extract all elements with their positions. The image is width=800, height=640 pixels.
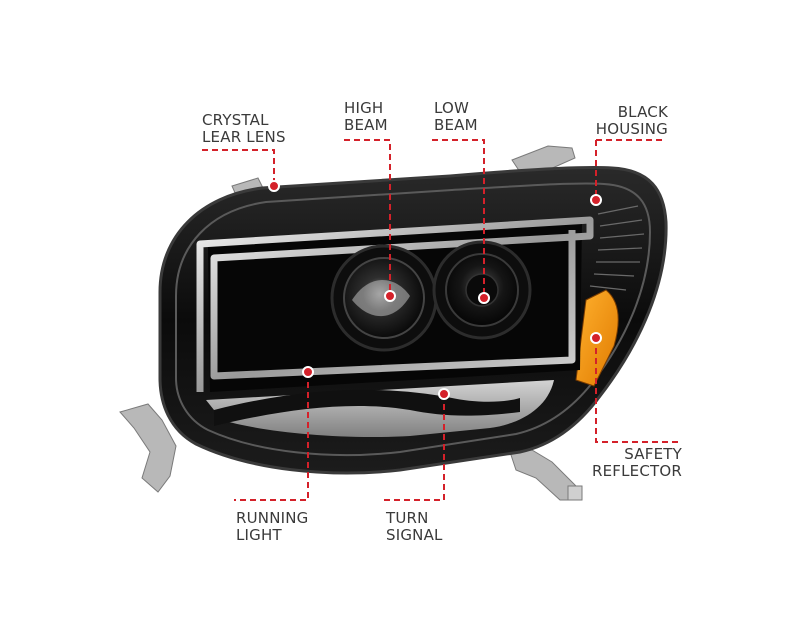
- black-housing-dot: [590, 194, 602, 206]
- safety-reflector-label-line-1: SAFETY: [624, 445, 682, 463]
- black-housing-label: BLACK HOUSING: [570, 104, 668, 138]
- high-beam-label-line-2: BEAM: [344, 116, 388, 134]
- led-light-bar: [196, 216, 594, 392]
- left-bracket: [119, 403, 177, 493]
- low-beam-label-line-2: BEAM: [434, 116, 478, 134]
- low-beam-leader: [432, 139, 485, 298]
- lower-reflector: [206, 380, 554, 438]
- turn-signal-label-line-2: SIGNAL: [386, 526, 443, 544]
- turn-signal-leader: [384, 394, 445, 501]
- running-light-label-line-1: RUNNING: [236, 509, 309, 527]
- black-housing-label-line-1: BLACK: [617, 103, 668, 121]
- running-light-dot: [302, 366, 314, 378]
- callout-lines: [202, 139, 682, 501]
- crystal-lens-label: CRYSTAL LEAR LENS: [202, 112, 286, 146]
- safety-reflector-label: SAFETY REFLECTOR: [588, 446, 682, 480]
- high-beam-label-line-1: HIGH: [344, 99, 384, 117]
- connector-tab: [567, 485, 583, 501]
- crystal-lens-leader: [202, 149, 275, 186]
- high-beam-projector: [330, 244, 438, 352]
- running-light-label-line-2: LIGHT: [236, 526, 282, 544]
- ribbed-corner: [589, 205, 645, 291]
- black-housing-leader: [595, 139, 664, 200]
- black-housing-label-line-2: HOUSING: [595, 120, 668, 138]
- running-light-leader: [234, 372, 309, 501]
- high-beam-leader: [344, 139, 391, 296]
- low-beam-dot: [478, 292, 490, 304]
- high-beam-label: HIGH BEAM: [344, 100, 388, 134]
- safety-reflector-dot: [590, 332, 602, 344]
- low-beam-projector: [432, 240, 532, 340]
- crystal-lens-dot: [268, 180, 280, 192]
- callout-dots: [268, 180, 602, 400]
- low-beam-label-line-1: LOW: [434, 99, 470, 117]
- safety-reflector-leader: [595, 338, 682, 443]
- low-beam-label: LOW BEAM: [434, 100, 478, 134]
- high-beam-dot: [384, 290, 396, 302]
- turn-signal-label: TURN SIGNAL: [386, 510, 443, 544]
- turn-signal-dot: [438, 388, 450, 400]
- crystal-lens-label-line-1: CRYSTAL: [202, 111, 269, 129]
- turn-signal-label-line-1: TURN: [386, 509, 429, 527]
- chrome-trim: [175, 182, 652, 457]
- crystal-lens-label-line-2: LEAR LENS: [202, 128, 286, 146]
- safety-reflector-label-line-2: REFLECTOR: [591, 462, 682, 480]
- running-light-label: RUNNING LIGHT: [236, 510, 309, 544]
